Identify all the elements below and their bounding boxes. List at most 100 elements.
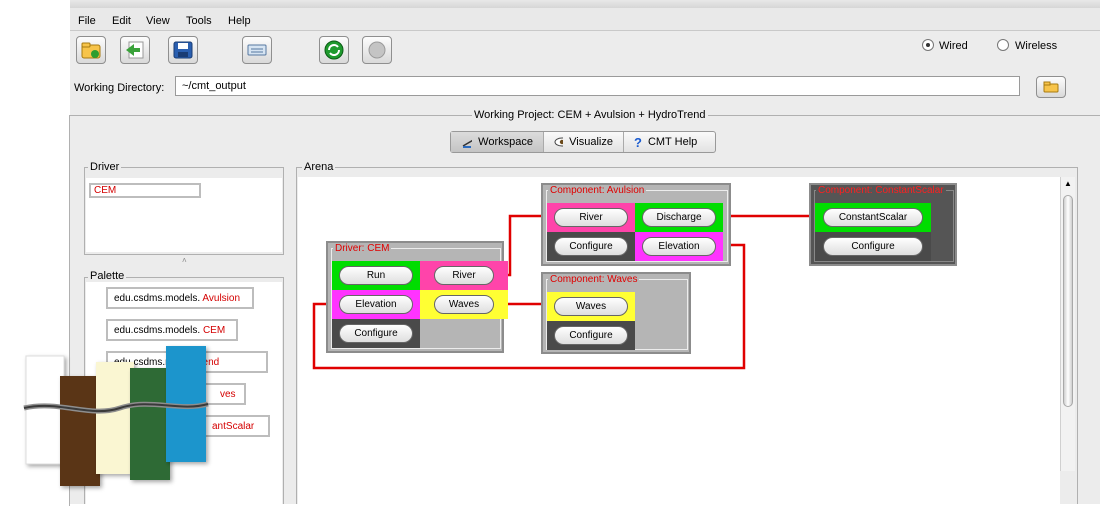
wireless-label: Wireless: [1015, 40, 1058, 52]
logo-bar-white: [25, 355, 65, 465]
arena-vertical-scrollbar[interactable]: ▲: [1060, 177, 1075, 471]
port-cell-river: River: [547, 203, 635, 232]
logo-bar-green: [130, 368, 170, 480]
stop-button[interactable]: [362, 36, 392, 64]
component-title: Component: Avulsion: [548, 185, 647, 196]
port-waves-button[interactable]: Waves: [554, 297, 628, 316]
component-title: Driver: CEM: [333, 243, 392, 254]
port-constantscalar-button[interactable]: ConstantScalar: [823, 208, 923, 227]
menu-edit[interactable]: Edit: [112, 15, 131, 27]
component-title: Component: ConstantScalar: [816, 185, 946, 196]
port-cell-run: Run: [332, 261, 420, 290]
csdms-logo: [23, 346, 209, 486]
pen-icon: [462, 139, 473, 148]
keyboard-icon: [247, 44, 267, 56]
import-button[interactable]: [120, 36, 150, 64]
palette-item-prefix: edu.csdms.mo: [114, 357, 180, 368]
palette-item-prefix: edu.csdms.models.: [114, 293, 201, 304]
configure-button[interactable]: Configure: [554, 326, 628, 345]
scroll-thumb[interactable]: [1063, 195, 1073, 407]
open-folder-icon: [81, 42, 101, 59]
port-cell-waves: Waves: [420, 290, 508, 319]
driver-legend: Driver: [88, 161, 122, 173]
question-icon: ?: [634, 134, 642, 150]
toolbar: Wired Wireless: [70, 31, 1100, 73]
palette-item-avulsion[interactable]: edu.csdms.models. Avulsion: [106, 287, 254, 309]
eye-icon: [554, 137, 564, 147]
tab-cmt-help-label: CMT Help: [647, 136, 698, 148]
import-icon: [126, 41, 144, 59]
wired-radio[interactable]: [922, 39, 934, 51]
port-run-button[interactable]: Run: [339, 266, 413, 285]
driver-slot[interactable]: CEM: [89, 183, 201, 198]
port-cell-configure: Configure: [332, 319, 420, 348]
component-avulsion[interactable]: Component: Avulsion River Discharge Conf…: [541, 183, 731, 266]
port-cell-river: River: [420, 261, 508, 290]
working-directory-input[interactable]: ~/cmt_output: [175, 76, 1020, 96]
save-icon: [173, 41, 193, 59]
port-elevation-button[interactable]: Elevation: [642, 237, 716, 256]
menu-help[interactable]: Help: [228, 15, 251, 27]
port-cell-configure: Configure: [547, 232, 635, 261]
palette-legend: Palette: [88, 270, 127, 282]
view-tabs: Workspace Visualize ? CMT Help: [450, 131, 716, 153]
palette-item-cem[interactable]: edu.csdms.models. CEM: [106, 319, 238, 341]
port-cell-waves: Waves: [547, 292, 635, 321]
configure-button[interactable]: Configure: [554, 237, 628, 256]
logo-bar-brown: [60, 376, 100, 486]
port-cell-configure: Configure: [547, 321, 635, 350]
component-driver-cem[interactable]: Driver: CEM Run River Elevation Waves Co…: [326, 241, 508, 353]
port-cell-discharge: Discharge: [635, 203, 723, 232]
run-icon: [324, 40, 344, 60]
port-waves-button[interactable]: Waves: [434, 295, 494, 314]
main-area: Working Project: CEM + Avulsion + HydroT…: [69, 103, 1100, 506]
working-directory-label: Working Directory:: [74, 82, 165, 94]
port-discharge-button[interactable]: Discharge: [642, 208, 716, 227]
console-button[interactable]: [242, 36, 272, 64]
wireless-radio[interactable]: [997, 39, 1009, 51]
palette-item-name: ves: [220, 389, 236, 400]
window-title-bar: [70, 0, 1100, 8]
driver-panel: CEM: [86, 178, 282, 252]
port-cell-elevation: Elevation: [635, 232, 723, 261]
tab-workspace[interactable]: Workspace: [451, 132, 544, 152]
menu-file[interactable]: File: [78, 15, 96, 27]
tab-cmt-help[interactable]: ? CMT Help: [624, 132, 713, 152]
folder-icon: [1043, 81, 1059, 93]
port-river-button[interactable]: River: [554, 208, 628, 227]
menu-tools[interactable]: Tools: [186, 15, 212, 27]
stop-icon: [368, 41, 386, 59]
connection-river: [502, 214, 545, 277]
tab-workspace-label: Workspace: [478, 136, 533, 148]
menu-view[interactable]: View: [146, 15, 170, 27]
wired-label: Wired: [939, 40, 968, 52]
palette-item-prefix: edu.csdms.models.: [114, 325, 201, 336]
splitter-handle[interactable]: ˄: [182, 256, 187, 265]
driver-frame: [84, 167, 284, 255]
browse-directory-button[interactable]: [1036, 76, 1066, 98]
scroll-up-icon[interactable]: ▲: [1064, 179, 1072, 188]
configure-button[interactable]: Configure: [823, 237, 923, 256]
save-button[interactable]: [168, 36, 198, 64]
project-title: Working Project: CEM + Avulsion + HydroT…: [472, 109, 708, 121]
arena-frame: [296, 167, 1078, 504]
tab-visualize[interactable]: Visualize: [544, 132, 624, 152]
port-cell-constantscalar: ConstantScalar: [815, 203, 931, 232]
logo-bar-cream: [96, 362, 134, 474]
logo-wave-line: [23, 403, 209, 413]
configure-button[interactable]: Configure: [339, 324, 413, 343]
port-cell-configure: Configure: [815, 232, 931, 261]
component-constantscalar[interactable]: Component: ConstantScalar ConstantScalar…: [809, 183, 957, 266]
working-directory-row: Working Directory: ~/cmt_output: [70, 73, 1100, 103]
palette-item-name: CEM: [202, 325, 226, 336]
menu-bar: File Edit View Tools Help: [70, 8, 1100, 31]
open-project-button[interactable]: [76, 36, 106, 64]
connection-elevation: [312, 243, 746, 370]
palette-item-name: Avulsion: [202, 293, 241, 304]
component-waves[interactable]: Component: Waves Waves Configure: [541, 272, 691, 354]
run-button[interactable]: [319, 36, 349, 64]
arena-legend: Arena: [302, 161, 336, 173]
port-river-button[interactable]: River: [434, 266, 494, 285]
port-elevation-button[interactable]: Elevation: [339, 295, 413, 314]
port-cell-elevation: Elevation: [332, 290, 420, 319]
